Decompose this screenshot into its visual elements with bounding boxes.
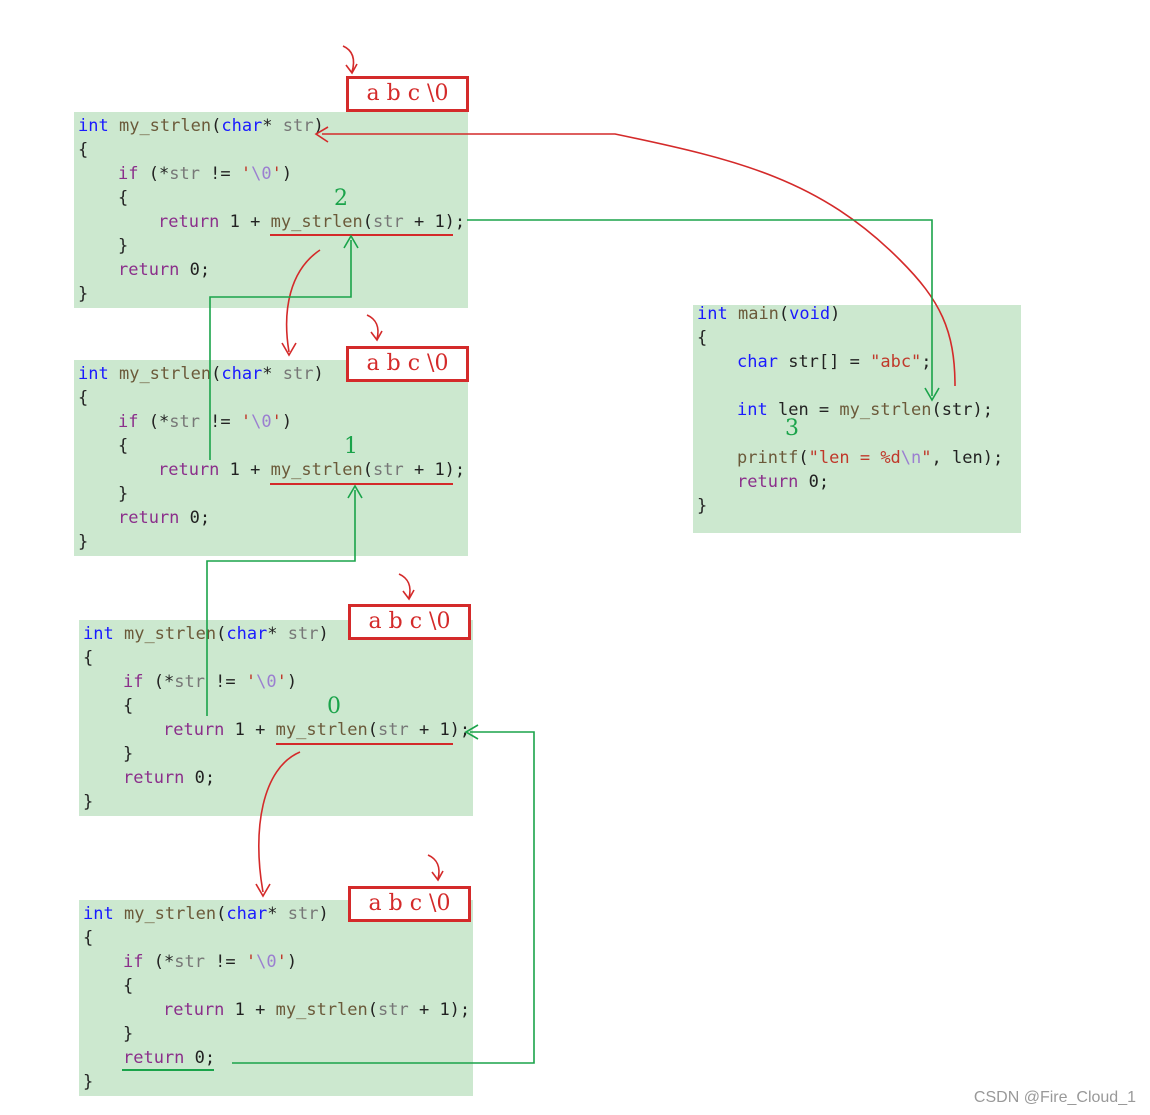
open-brace: { <box>83 648 94 668</box>
recursive-return: return 1 + my_strlen(str + 1); <box>158 212 466 232</box>
pointer-arrowhead-1 <box>345 63 358 75</box>
open-brace: { <box>78 388 89 408</box>
recursive-call-arrowhead-1 <box>281 342 297 357</box>
main-call-arrow <box>322 133 956 387</box>
recursive-call-arrow-1 <box>285 249 321 353</box>
pointer-arrowhead-2 <box>370 330 383 342</box>
if-condition: if (*str != '\0') <box>123 952 298 972</box>
return-value-2: 2 <box>334 186 348 211</box>
return-value-3: 3 <box>785 416 799 441</box>
pointer-arrow-3 <box>398 573 411 599</box>
return-arrow-frame4-to-frame3 <box>232 731 535 1064</box>
recursion-frame-1: int my_strlen(char* str) { if (*str != '… <box>74 112 468 308</box>
string-state-box-1: a b c \0 <box>346 76 469 112</box>
close-brace: } <box>78 284 89 304</box>
open-brace: { <box>123 976 134 996</box>
open-brace: { <box>118 436 129 456</box>
main-function-block: int main(void) { char str[] = "abc"; int… <box>693 304 1021 533</box>
close-brace: } <box>83 792 94 812</box>
str-declaration: char str[] = "abc"; <box>737 352 932 372</box>
return-value-1: 1 <box>344 434 358 459</box>
recursive-return: return 1 + my_strlen(str + 1); <box>163 1000 471 1020</box>
open-brace: { <box>697 328 708 348</box>
base-return: return 0; <box>118 260 211 280</box>
return-value-0: 0 <box>327 694 341 719</box>
open-brace: { <box>78 140 89 160</box>
recursion-frame-2: int my_strlen(char* str) { if (*str != '… <box>74 360 468 556</box>
printf-call: printf("len = %d\n", len); <box>737 448 1004 468</box>
recursion-frame-3: int my_strlen(char* str) { if (*str != '… <box>79 620 473 816</box>
recursive-call-arrowhead-3 <box>255 883 271 898</box>
close-brace: } <box>83 1072 94 1092</box>
return-arrow-to-main <box>467 219 933 396</box>
pointer-arrow-2 <box>366 314 379 340</box>
string-state-box-2: a b c \0 <box>346 346 469 382</box>
open-brace: { <box>123 696 134 716</box>
string-state-box-4: a b c \0 <box>348 886 471 922</box>
close-brace: } <box>123 744 134 764</box>
return-arrowhead-to-main <box>924 387 940 402</box>
close-brace: } <box>123 1024 134 1044</box>
base-return: return 0; <box>123 768 216 788</box>
return-arrow-frame3-to-frame2 <box>206 490 356 716</box>
function-signature: int my_strlen(char* str) <box>78 364 324 384</box>
open-brace: { <box>118 188 129 208</box>
return-arrowhead-frame3-to-frame2 <box>347 484 363 499</box>
pointer-arrowhead-3 <box>402 589 415 601</box>
return-arrowhead-frame4-to-frame3 <box>464 724 479 740</box>
watermark: CSDN @Fire_Cloud_1 <box>973 1089 1136 1106</box>
if-condition: if (*str != '\0') <box>118 412 293 432</box>
len-declaration: int len = my_strlen(str); <box>737 400 993 420</box>
main-signature: int main(void) <box>697 304 841 324</box>
pointer-arrow-4 <box>427 854 440 880</box>
recursive-return: return 1 + my_strlen(str + 1); <box>163 720 471 740</box>
string-state-box-3: a b c \0 <box>348 604 471 640</box>
close-brace: } <box>118 236 129 256</box>
return-arrowhead-frame2-to-frame1 <box>343 234 359 249</box>
open-brace: { <box>83 928 94 948</box>
close-brace: } <box>697 496 708 516</box>
function-signature: int my_strlen(char* str) <box>78 116 324 136</box>
recursive-return: return 1 + my_strlen(str + 1); <box>158 460 466 480</box>
if-condition: if (*str != '\0') <box>123 672 298 692</box>
base-return: return 0; <box>123 1048 216 1068</box>
recursive-call-arrow-3 <box>258 751 301 893</box>
function-signature: int my_strlen(char* str) <box>83 904 329 924</box>
main-return: return 0; <box>737 472 830 492</box>
recursion-frame-4: int my_strlen(char* str) { if (*str != '… <box>79 900 473 1096</box>
if-condition: if (*str != '\0') <box>118 164 293 184</box>
return-arrow-frame2-to-frame1 <box>209 240 352 460</box>
main-call-arrowhead <box>314 126 329 143</box>
close-brace: } <box>78 532 89 552</box>
function-signature: int my_strlen(char* str) <box>83 624 329 644</box>
base-return: return 0; <box>118 508 211 528</box>
pointer-arrowhead-4 <box>431 870 444 882</box>
close-brace: } <box>118 484 129 504</box>
pointer-arrow-1 <box>342 45 355 73</box>
